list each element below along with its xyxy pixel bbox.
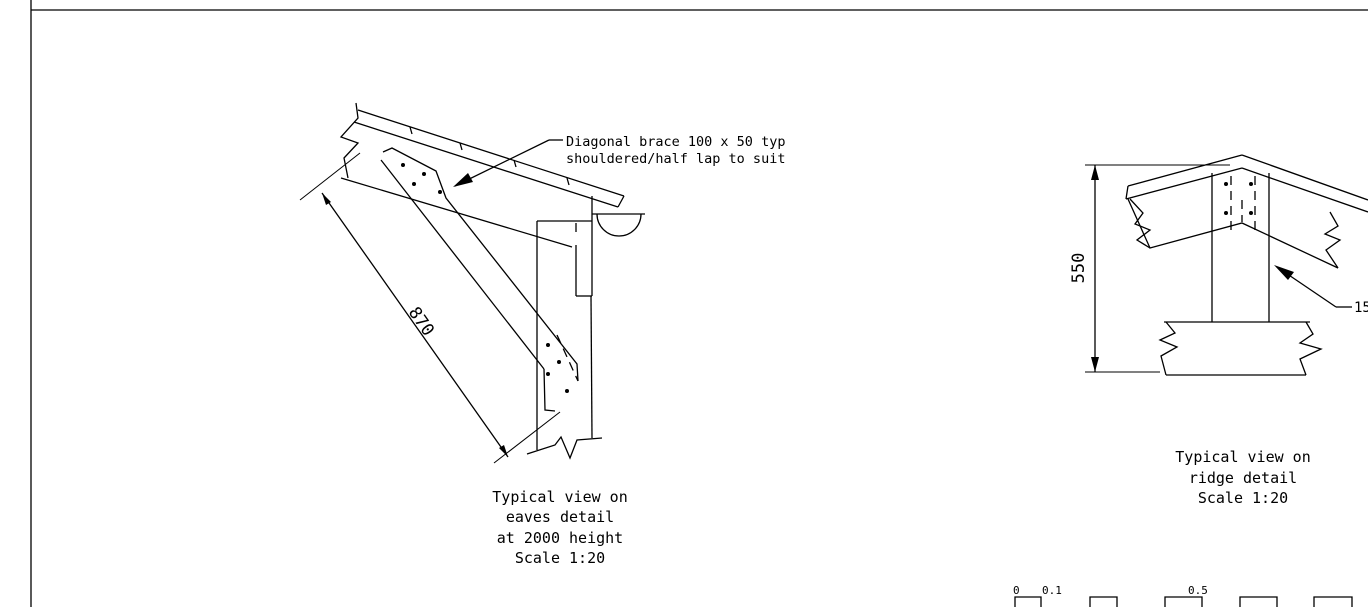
scale-bar-label-0-5: 0.5 [1188, 584, 1208, 597]
eaves-post [526, 196, 603, 460]
eaves-detail: 870 Diagonal brace 100 x 50 typ shoulder… [299, 102, 785, 567]
eaves-dimension: 870 [299, 152, 561, 464]
scale-bar: 0 0.1 0.5 [1013, 584, 1353, 607]
ridge-callout-leader [1274, 265, 1352, 308]
ridge-caption-line3: Scale 1:20 [1198, 489, 1288, 507]
sheet-border [30, 0, 1368, 607]
eaves-dimension-label: 870 [404, 303, 438, 340]
brace-callout-line1: Diagonal brace 100 x 50 typ [566, 134, 785, 150]
scale-bar-label-0: 0 [1013, 584, 1020, 597]
ridge-roof [1125, 154, 1368, 269]
ridge-dimension: 550 [1069, 164, 1230, 373]
gutter [592, 213, 645, 237]
eaves-caption-line2: eaves detail [506, 508, 614, 526]
ridge-callout-partial: 15 [1354, 300, 1368, 316]
eaves-caption-line1: Typical view on [492, 488, 627, 506]
eaves-caption-line4: Scale 1:20 [515, 549, 605, 567]
ridge-dimension-label: 550 [1069, 253, 1089, 284]
ridge-detail: 550 15 Typical view on ridge detail Scal… [1069, 154, 1368, 507]
diagonal-brace [380, 147, 579, 412]
ridge-caption-line2: ridge detail [1189, 469, 1297, 487]
brace-callout-line2: shouldered/half lap to suit [566, 151, 785, 167]
eaves-roof-rafter [339, 102, 625, 208]
ridge-lower-beam [1158, 321, 1323, 376]
eaves-tie [340, 177, 573, 248]
brace-callout-leader [453, 139, 563, 187]
scale-bar-label-0-1: 0.1 [1042, 584, 1062, 597]
ridge-caption-line1: Typical view on [1175, 448, 1310, 466]
ridge-post [1211, 173, 1270, 322]
eaves-caption-line3: at 2000 height [497, 529, 623, 547]
